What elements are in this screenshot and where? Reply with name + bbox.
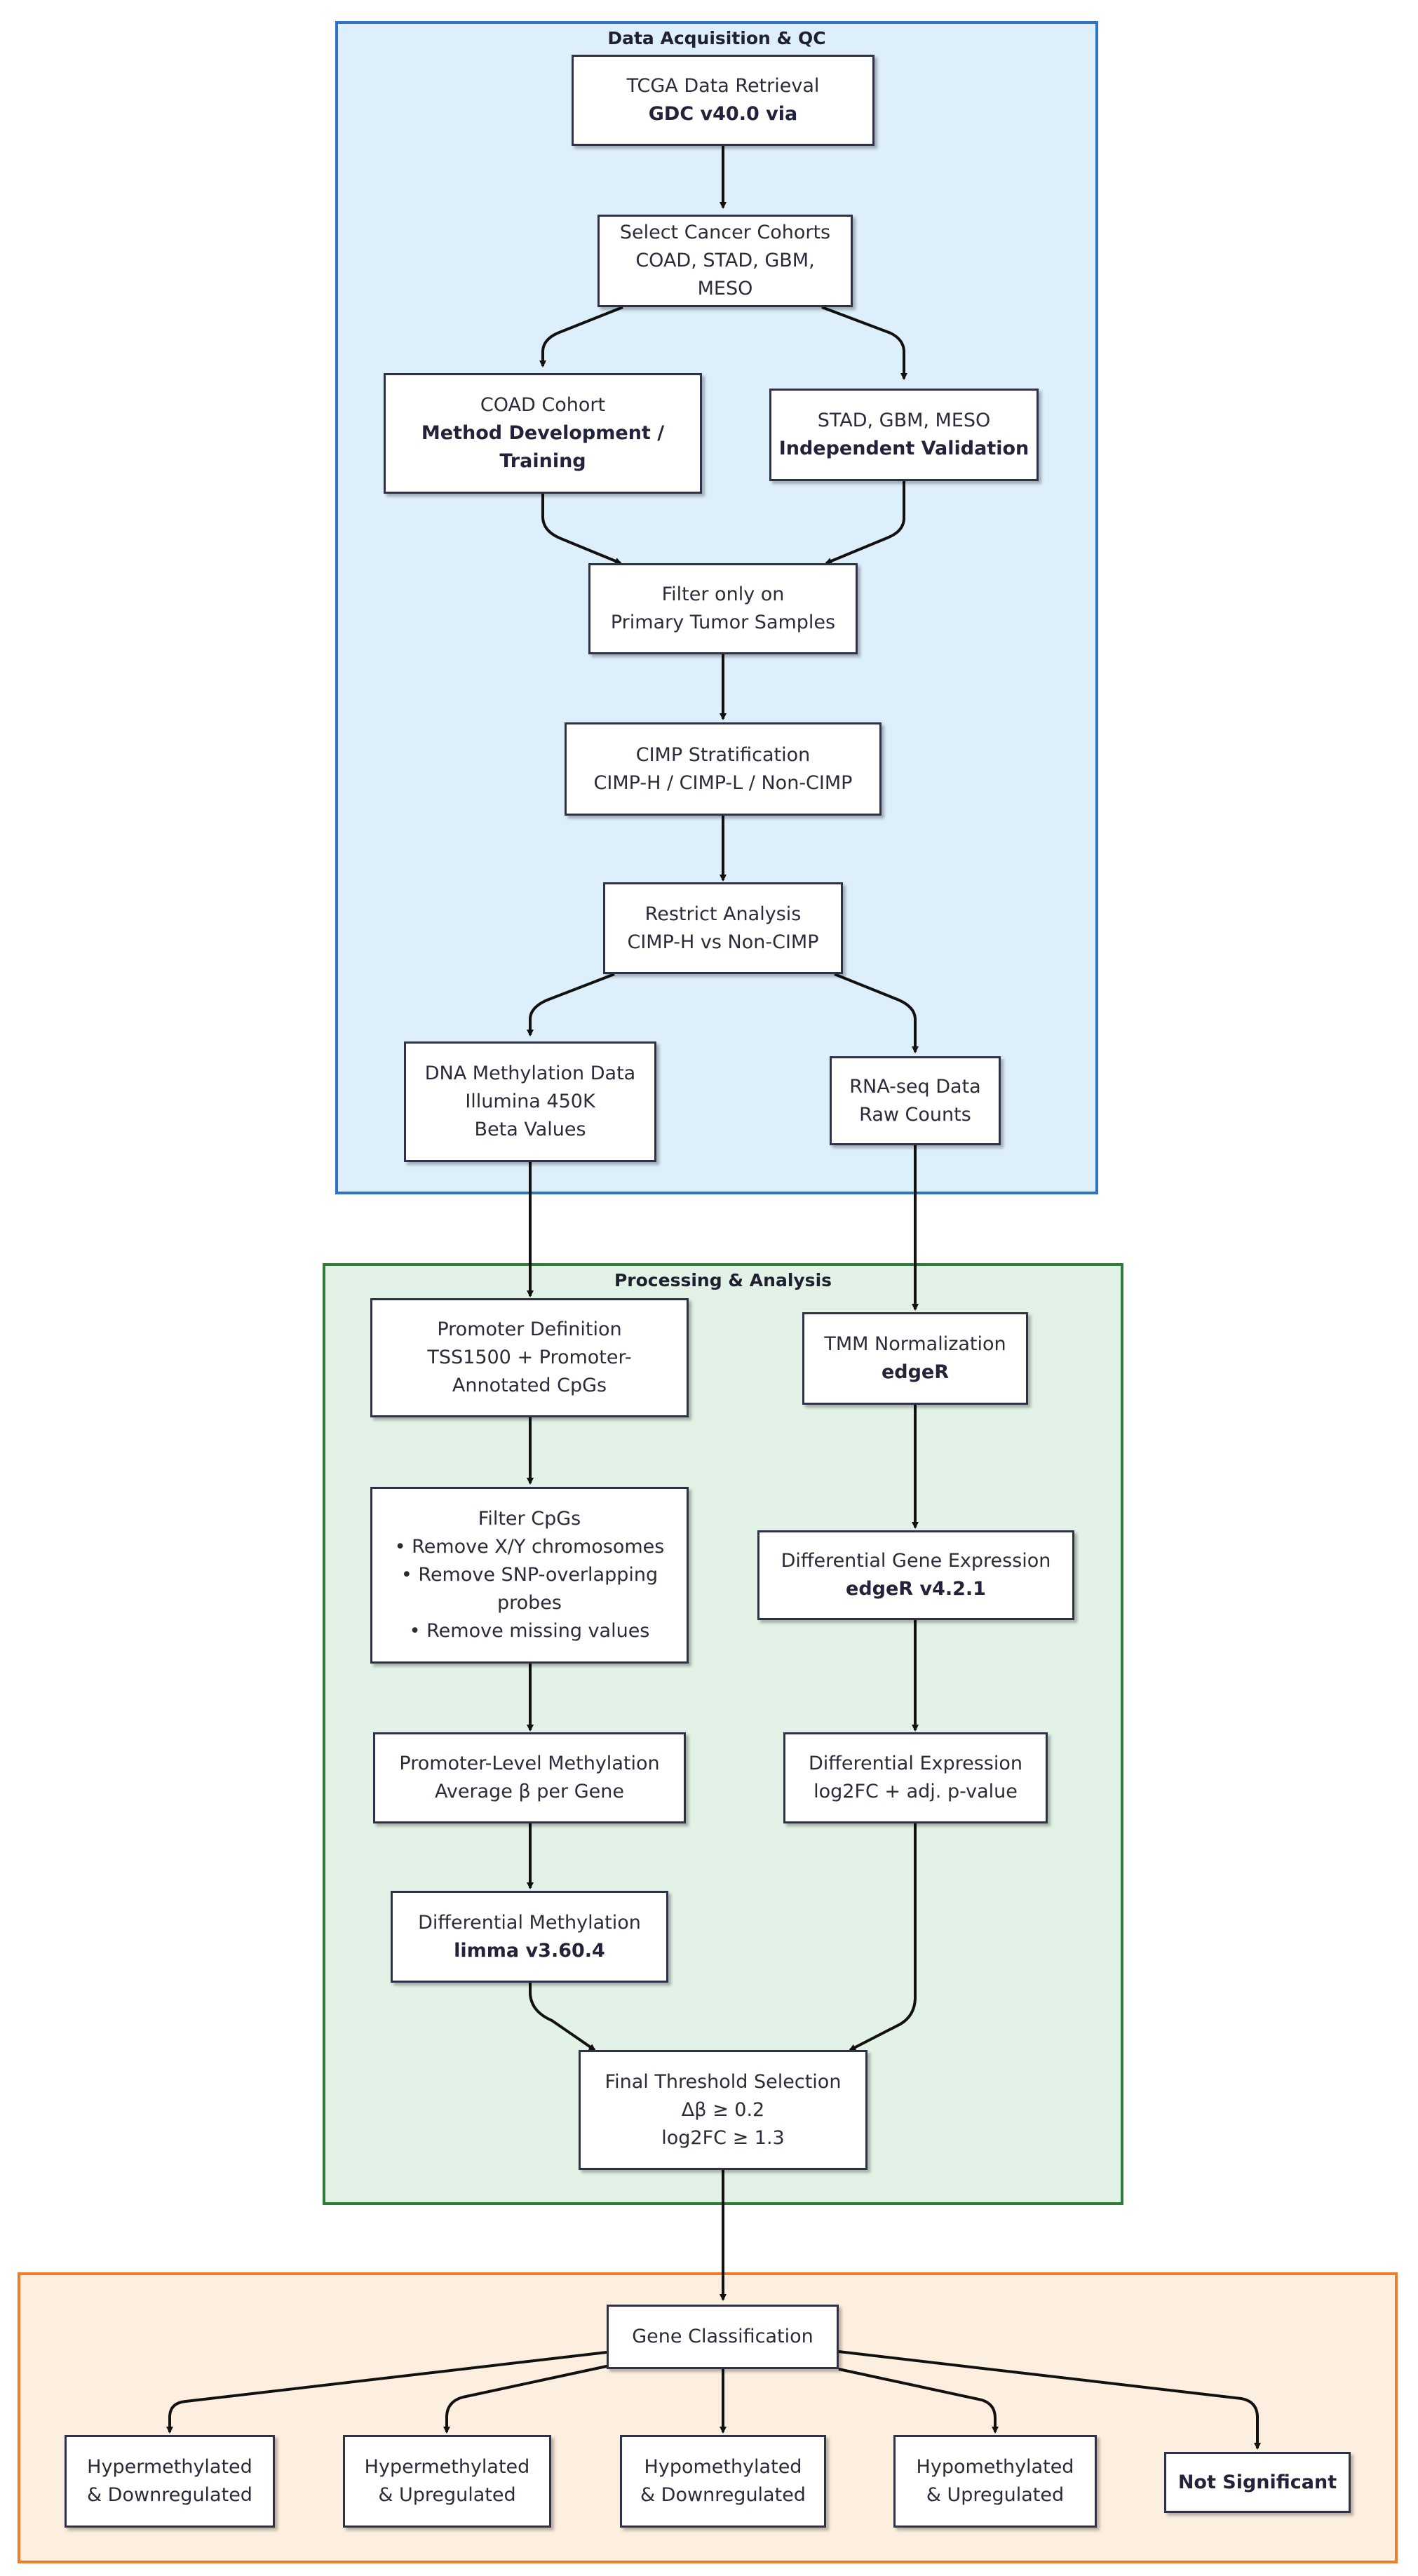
node-tcga-data-retrieval: TCGA Data Retrieval GDC v40.0 via [572, 55, 875, 146]
node-promoter-definition: Promoter Definition TSS1500 + Promoter- … [370, 1298, 689, 1417]
node-differential-expression: Differential Expression log2FC + adj. p-… [783, 1732, 1048, 1823]
cluster-title: Data Acquisition & QC [607, 28, 826, 48]
node-differential-methylation: Differential Methylation limma v3.60.4 [391, 1891, 668, 1983]
node-differential-gene-expression: Differential Gene Expression edgeR v4.2.… [757, 1530, 1074, 1620]
node-dna-methylation-data: DNA Methylation Data Illumina 450K Beta … [404, 1041, 656, 1162]
node-hypomethylated-upregulated: Hypomethylated & Upregulated [893, 2435, 1097, 2528]
node-hypermethylated-upregulated: Hypermethylated & Upregulated [343, 2435, 551, 2528]
node-hypermethylated-downregulated: Hypermethylated & Downregulated [65, 2435, 275, 2528]
node-coad-cohort: COAD Cohort Method Development / Trainin… [384, 373, 702, 494]
node-select-cancer-cohorts: Select Cancer Cohorts COAD, STAD, GBM, M… [597, 215, 853, 307]
cluster-title: Processing & Analysis [614, 1270, 832, 1290]
node-filter-primary-tumor: Filter only on Primary Tumor Samples [588, 563, 858, 654]
node-rnaseq-data: RNA-seq Data Raw Counts [830, 1056, 1001, 1145]
node-final-threshold-selection: Final Threshold Selection Δβ ≥ 0.2 log2F… [579, 2050, 867, 2170]
node-restrict-analysis: Restrict Analysis CIMP-H vs Non-CIMP [603, 882, 843, 974]
node-tmm-normalization: TMM Normalization edgeR [802, 1312, 1028, 1405]
node-gene-classification: Gene Classification [607, 2305, 839, 2369]
node-filter-cpgs: Filter CpGs • Remove X/Y chromosomes • R… [370, 1487, 689, 1664]
node-independent-validation: STAD, GBM, MESO Independent Validation [769, 389, 1039, 481]
node-hypomethylated-downregulated: Hypomethylated & Downregulated [620, 2435, 826, 2528]
node-not-significant: Not Significant [1164, 2452, 1351, 2513]
node-cimp-stratification: CIMP Stratification CIMP-H / CIMP-L / No… [565, 722, 882, 816]
node-promoter-level-methylation: Promoter-Level Methylation Average β per… [373, 1732, 686, 1823]
